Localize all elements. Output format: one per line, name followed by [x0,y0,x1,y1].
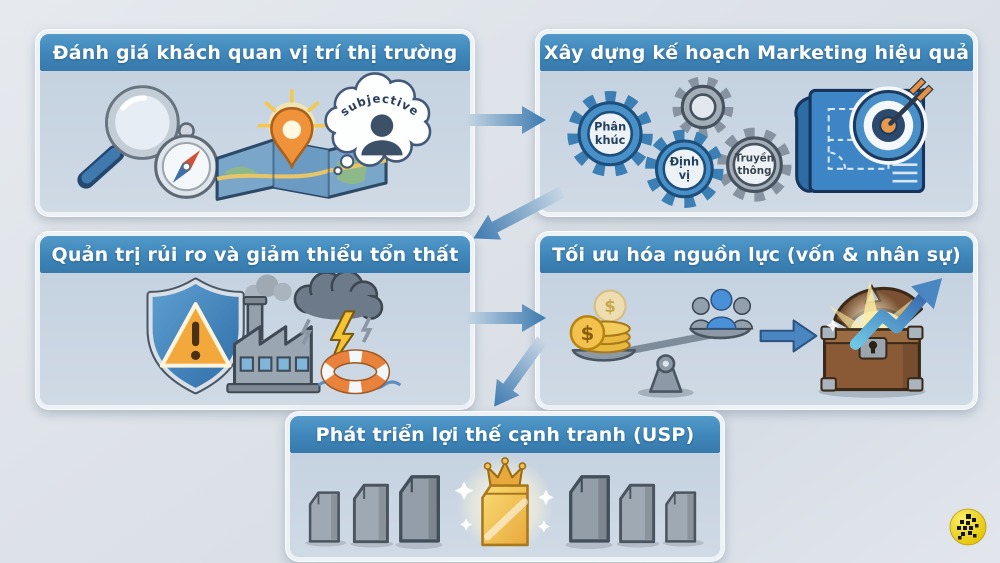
magnifier-icon [77,85,180,189]
svg-text:$: $ [581,322,595,345]
panel-body-plan: Truyền thông Phân khúc Định vị [540,71,973,212]
flow-arrow-risk-to-resources [466,304,546,332]
person-silhouette-icon [361,114,403,156]
package-icon [352,483,389,544]
svg-text:khúc: khúc [595,133,625,147]
brand-logo [949,508,987,546]
flow-arrow-market-to-plan [466,106,546,134]
panel-title-usp: Phát triển lợi thế cạnh tranh (USP) [290,416,720,453]
shield-warning-icon [146,277,245,395]
panel-body-usp [290,453,720,557]
coins-icon: $ $ [569,289,631,354]
panel-title-risk: Quản trị rủi ro và giảm thiểu tổn thất [40,236,470,273]
panel-market-position: Đánh giá khách quan vị trí thị trường [35,29,475,217]
panel-competitive-advantage: Phát triển lợi thế cạnh tranh (USP) [285,411,725,562]
panel-body-risk [40,273,470,405]
gear-icon: Phân khúc [567,90,653,177]
panel-body-market: subjective [40,71,470,212]
svg-text:thông: thông [737,165,771,177]
treasure-chest-icon [818,280,926,398]
package-icon [399,475,440,543]
gear-icon [672,76,734,138]
factory-icon [226,274,321,394]
package-icon [665,491,697,543]
gold-package-icon [481,457,529,547]
growth-arrow-icon [849,278,943,350]
people-icon [689,288,754,330]
panel-marketing-plan: Xây dựng kế hoạch Marketing hiệu quả Tru… [535,29,978,217]
svg-text:Phân: Phân [594,120,626,134]
thought-bubble-icon: subjective [324,72,432,176]
package-icon [619,483,656,544]
lifebuoy-icon [317,349,402,395]
panel-title-market: Đánh giá khách quan vị trí thị trường [40,34,470,71]
svg-text:vị: vị [679,168,690,182]
panel-resource-optimization: Tối ưu hóa nguồn lực (vốn & nhân sự) [535,231,978,410]
svg-text:Truyền: Truyền [735,152,774,165]
package-icon [308,491,340,543]
panel-title-plan: Xây dựng kế hoạch Marketing hiệu quả [540,34,973,71]
svg-text:$: $ [604,297,615,316]
panel-title-resources: Tối ưu hóa nguồn lực (vốn & nhân sự) [540,236,973,273]
panel-risk-management: Quản trị rủi ro và giảm thiểu tổn thất [35,231,475,410]
svg-text:Định: Định [670,155,700,169]
location-pin-icon [257,89,327,170]
target-icon [849,77,934,165]
panel-body-resources: $ $ [540,273,973,405]
gear-icon: Truyền thông [717,127,792,202]
package-icon [569,475,610,543]
arrow-right-icon [759,319,818,353]
gear-icon: Định vị [645,129,724,208]
pixel-runner-icon [957,514,979,540]
